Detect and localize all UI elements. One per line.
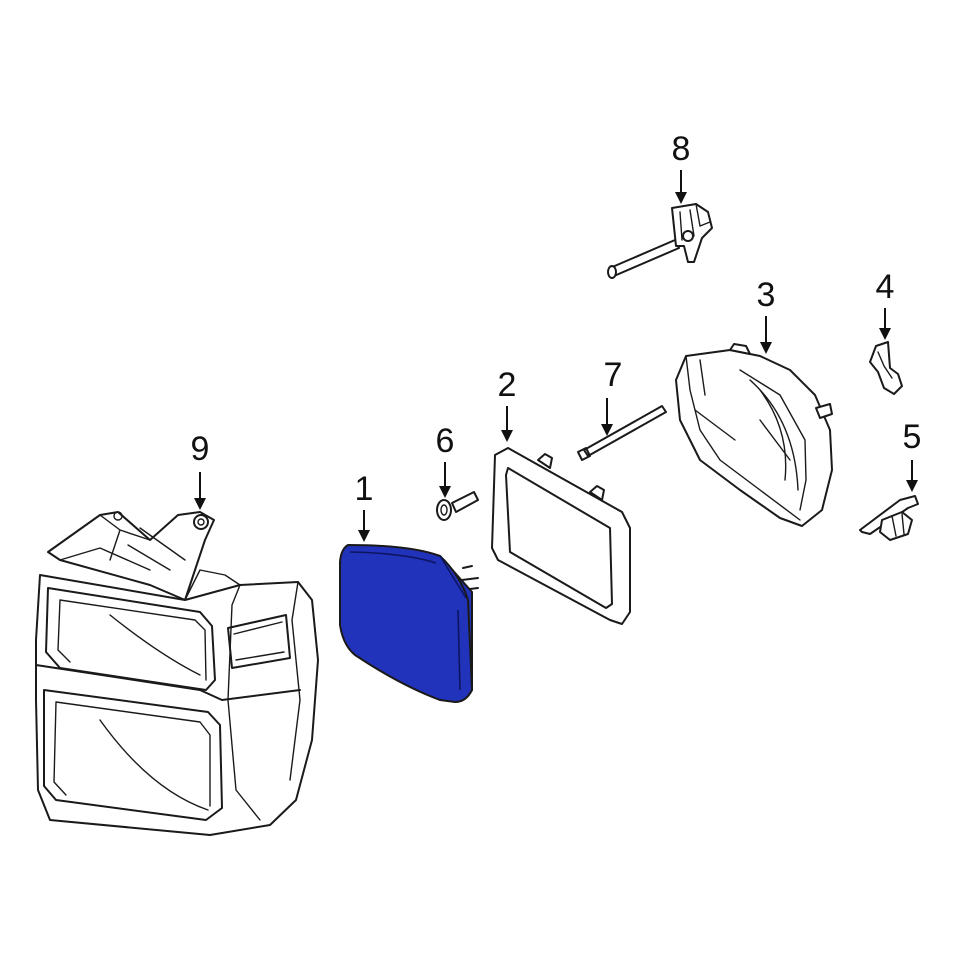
callout-5: 5 [903,418,922,492]
callout-5-label: 5 [903,418,922,456]
callout-9-label: 9 [191,430,210,468]
callout-2: 2 [498,366,517,442]
part-4-clip[interactable] [869,341,903,395]
callout-7-label: 7 [604,356,623,394]
part-3-bucket[interactable] [675,343,833,527]
callout-7: 7 [601,356,622,436]
part-1-sealed-beam[interactable] [339,544,479,703]
callout-4-label: 4 [876,268,895,306]
callout-3: 3 [757,276,776,354]
callout-3-label: 3 [757,276,776,314]
part-7-adjuster-rod[interactable] [577,405,667,461]
callout-8: 8 [672,130,691,204]
callout-2-label: 2 [498,366,517,404]
part-5-spring-clip[interactable] [859,495,919,541]
callout-6-label: 6 [436,422,455,460]
callout-1-label: 1 [355,470,374,508]
part-8-adjuster[interactable] [607,203,713,279]
callout-1: 1 [355,470,374,542]
callout-9: 9 [191,430,210,510]
callout-4: 4 [876,268,895,340]
part-2-retaining-ring[interactable] [491,447,631,625]
part-9-headlamp-housing[interactable] [35,511,319,836]
callout-6: 6 [436,422,455,498]
part-6-screw[interactable] [436,491,479,521]
callout-8-label: 8 [672,130,691,168]
